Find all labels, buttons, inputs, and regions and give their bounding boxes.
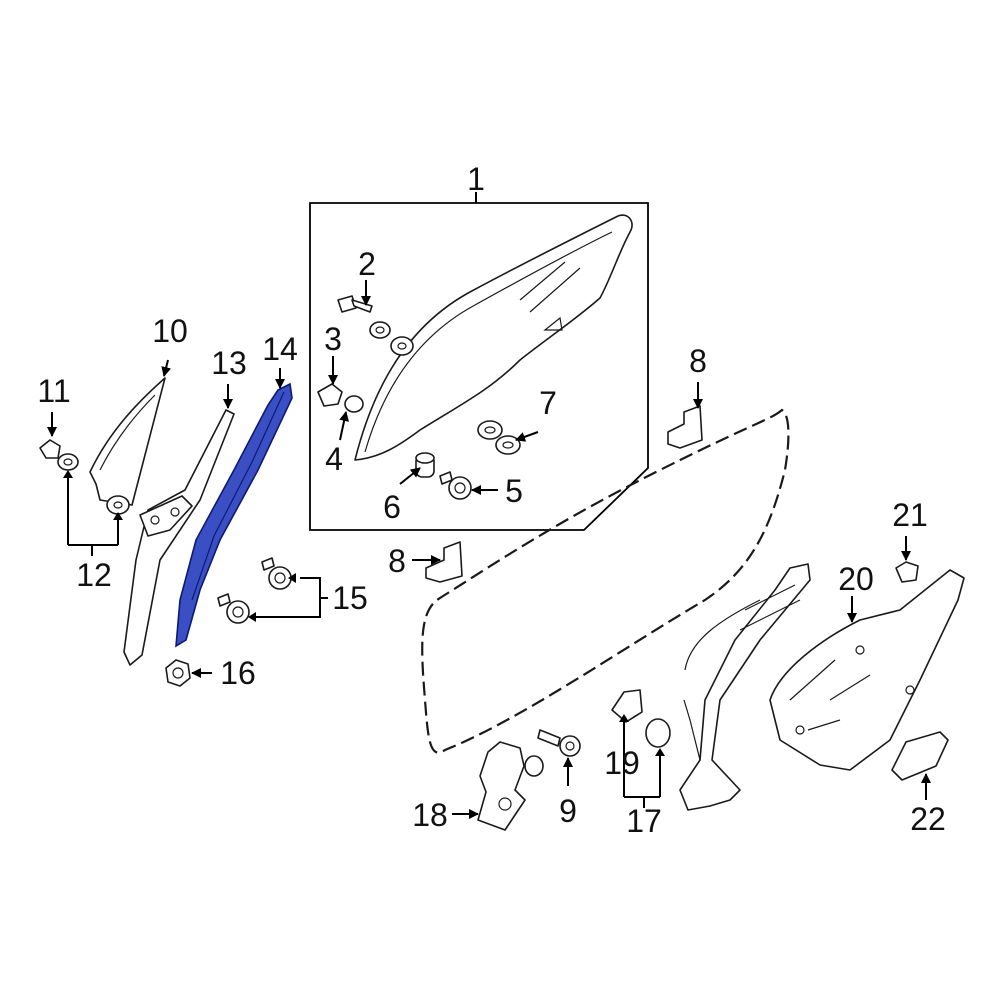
weatherstrip-14[interactable]: [175, 382, 293, 648]
regulator-motor-cap-17[interactable]: [645, 718, 671, 748]
callout-10: 10: [152, 313, 188, 349]
run-channel-13[interactable]: [123, 409, 235, 666]
washer-7b-hole: [502, 441, 514, 449]
leader-17-arrow-b: [655, 748, 665, 756]
washer-2b[interactable]: [390, 336, 414, 356]
cover-22[interactable]: [891, 731, 949, 781]
callout-4: 4: [325, 441, 343, 477]
door-outline-dashed: [421, 408, 790, 754]
callout-2: 2: [358, 246, 376, 282]
clip-21[interactable]: [895, 561, 919, 583]
callout-5: 5: [505, 473, 523, 509]
vent-glass-10[interactable]: [89, 377, 166, 506]
leader-15-arrow-b: [248, 612, 256, 622]
washer-12b-hole: [113, 501, 123, 509]
glass-reflection: [519, 261, 581, 313]
callout-8-upper: 8: [689, 343, 707, 379]
glass-tab: [543, 316, 563, 331]
leader-17: [623, 718, 661, 808]
channel-bracket: [139, 495, 193, 537]
channel-bolt-hole-a: [150, 515, 160, 525]
leader-10: [161, 359, 172, 377]
bracket-19[interactable]: [611, 689, 643, 723]
washer-12a-hole: [63, 458, 73, 466]
bolt-9[interactable]: [537, 729, 581, 757]
door-glass[interactable]: [354, 214, 633, 461]
washer-2a[interactable]: [369, 321, 391, 339]
callout-11: 11: [37, 373, 70, 409]
callout-21: 21: [892, 497, 928, 533]
nut-11[interactable]: [39, 439, 61, 459]
bushing-6[interactable]: [415, 452, 435, 478]
leader-15-arrow-a: [288, 573, 296, 583]
clip-3[interactable]: [317, 383, 343, 407]
leader-7: [515, 431, 539, 442]
leader-6: [399, 467, 421, 485]
callout-15: 15: [332, 580, 368, 616]
washer-2a-hole: [375, 326, 385, 334]
callout-20: 20: [838, 561, 874, 597]
callout-22: 22: [910, 801, 946, 837]
leader-12-arrow-b: [113, 512, 123, 520]
nut-16[interactable]: [165, 659, 191, 687]
washer-12a[interactable]: [57, 453, 79, 471]
window-regulator[interactable]: [679, 563, 811, 811]
callout-16: 16: [220, 655, 256, 691]
bolt-15-upper[interactable]: [261, 557, 292, 590]
leader-12-arrow-a: [63, 470, 73, 478]
washer-7a-hole: [484, 426, 496, 434]
callout-18: 18: [412, 797, 448, 833]
leader-12: [67, 474, 119, 556]
inner-panel-20[interactable]: [769, 569, 965, 771]
nut-4[interactable]: [344, 395, 364, 413]
glass-inner-edge: [364, 231, 613, 453]
callout-7: 7: [539, 385, 557, 421]
washer-7b[interactable]: [495, 435, 521, 455]
regulator-motor-18[interactable]: [477, 741, 544, 831]
washer-2b-hole: [397, 342, 407, 350]
callout-1: 1: [467, 161, 485, 197]
callout-6: 6: [383, 489, 401, 525]
washer-12b[interactable]: [106, 495, 130, 515]
callout-17: 17: [626, 803, 662, 839]
washer-7a[interactable]: [477, 420, 503, 440]
glass-group-box: [309, 202, 649, 531]
callout-3: 3: [324, 321, 342, 357]
bracket-8-lower[interactable]: [425, 541, 463, 583]
callout-13: 13: [211, 345, 247, 381]
callout-12: 12: [76, 557, 112, 593]
leader-4: [339, 411, 350, 441]
bolt-5[interactable]: [439, 471, 472, 500]
callout-9: 9: [559, 793, 577, 829]
callout-8-lower: 8: [388, 543, 406, 579]
callout-14: 14: [262, 331, 298, 367]
callout-19: 19: [604, 745, 640, 781]
bracket-8-upper[interactable]: [667, 405, 703, 449]
vent-glass-inner: [99, 394, 156, 471]
bolt-2[interactable]: [337, 295, 373, 313]
channel-bolt-hole-b: [170, 507, 180, 517]
bolt-15-lower[interactable]: [217, 593, 250, 624]
weatherstrip-14-edge: [191, 391, 285, 601]
leader-17-arrow-a: [619, 714, 629, 722]
